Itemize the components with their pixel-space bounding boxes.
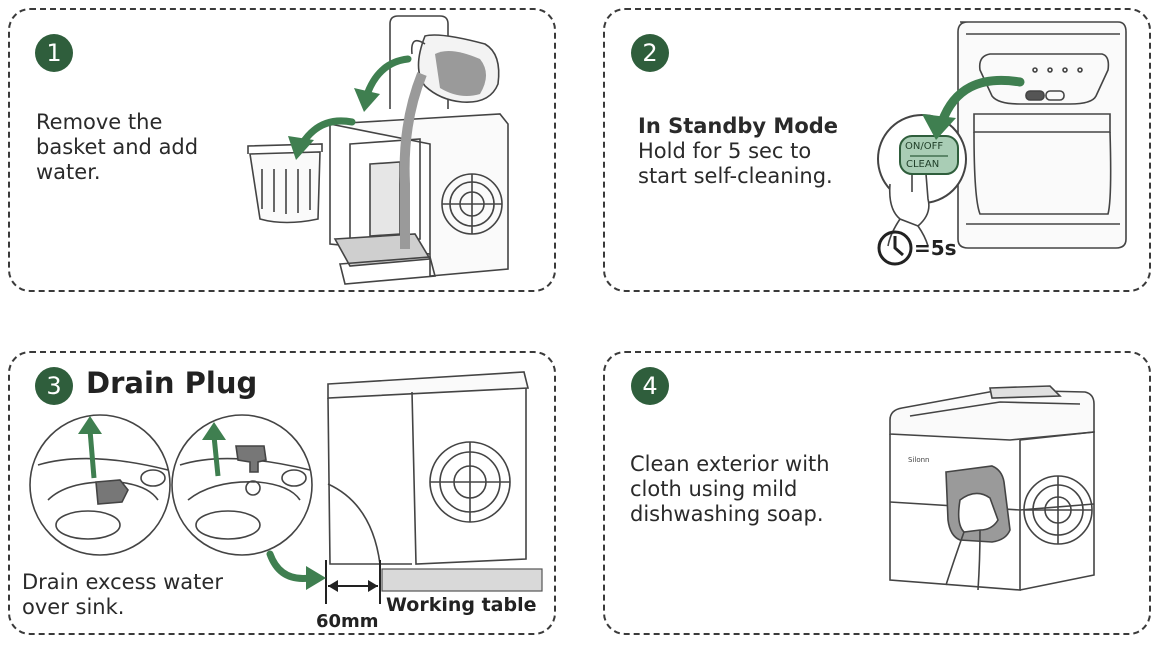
step-2-line-2: start self-cleaning. <box>638 164 833 188</box>
onoff-button-label: ON/OFF <box>905 141 944 152</box>
step-4-line-1: Clean exterior with <box>630 452 830 476</box>
working-table-label: Working table <box>386 594 537 616</box>
step-4-badge: 4 <box>631 367 669 405</box>
step-1-illustration <box>247 15 509 285</box>
step-3-badge: 3 <box>35 367 73 405</box>
step-3-machine-side <box>266 371 543 604</box>
step-1-badge: 1 <box>35 34 73 72</box>
step-4-illustration <box>889 385 1095 591</box>
step-2-line-1: Hold for 5 sec to <box>638 139 812 163</box>
step-4-text: Clean exterior with cloth using mild dis… <box>630 452 830 527</box>
brand-label: Silonn <box>908 456 930 464</box>
step-2-illustration <box>877 21 1127 266</box>
clean-button-label: CLEAN <box>906 159 940 170</box>
step-3-title: Drain Plug <box>86 366 258 400</box>
step-3-line-1: Drain excess water <box>22 570 223 594</box>
step-1-line-3: water. <box>36 160 101 184</box>
step-3-drain-closeups <box>29 414 313 556</box>
step-2-badge: 2 <box>631 34 669 72</box>
step-1-line-1: Remove the <box>36 110 163 134</box>
step-2-heading: In Standby Mode <box>638 114 839 138</box>
step-3-panel <box>8 351 556 635</box>
step-4-line-2: cloth using mild <box>630 477 798 501</box>
step-4-line-3: dishwashing soap. <box>630 502 824 526</box>
step-1-text: Remove the basket and add water. <box>36 110 198 185</box>
step-3-line-2: over sink. <box>22 595 125 619</box>
step-1-panel <box>8 8 556 292</box>
timer-label: =5s <box>914 236 957 260</box>
distance-label: 60mm <box>316 611 379 632</box>
step-3-text: Drain excess water over sink. <box>22 570 223 620</box>
step-1-line-2: basket and add <box>36 135 199 159</box>
step-2-panel <box>603 8 1151 292</box>
step-4-panel <box>603 351 1151 635</box>
step-2-text: In Standby Mode Hold for 5 sec to start … <box>638 114 838 189</box>
